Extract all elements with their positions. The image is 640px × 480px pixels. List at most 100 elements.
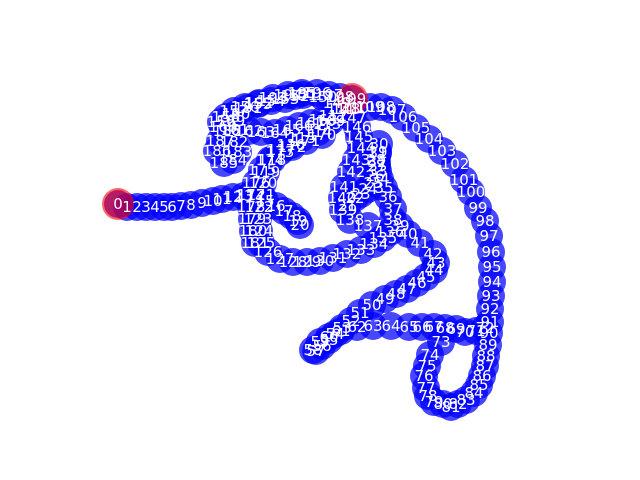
node-label-181: 181 [241,234,270,252]
node-label-199: 199 [338,90,367,108]
node-label-194: 194 [274,86,303,104]
node-label-163: 163 [247,123,276,141]
node-label-149: 149 [323,94,352,112]
node-label-151: 151 [289,86,318,104]
node-label-117: 117 [267,141,296,159]
node-label-176: 176 [242,174,271,192]
node-label-169: 169 [317,112,346,130]
node-label-122: 122 [245,198,274,216]
node-label-85: 85 [469,376,488,394]
node-label-139: 139 [329,201,358,219]
node-label-150: 150 [309,88,338,106]
node-label-55: 55 [319,331,338,349]
node-label-182: 182 [220,133,249,151]
node-label-69: 69 [446,320,465,338]
node-label-73: 73 [431,333,450,351]
node-label-171: 171 [292,132,321,150]
node-label-136: 136 [376,223,405,241]
node-label-178: 178 [237,198,266,216]
node-label-132: 132 [333,245,362,263]
node-label-123: 123 [244,210,273,228]
node-label-90: 90 [479,324,498,342]
node-label-143: 143 [342,151,371,169]
node-label-36: 36 [378,188,397,206]
node-label-48: 48 [386,285,405,303]
node-label-66: 66 [412,318,431,336]
node-label-197: 197 [315,86,344,104]
node-label-7: 7 [176,197,186,215]
node-label-191: 191 [234,99,263,117]
node-label-119: 119 [252,163,281,181]
node-label-12: 12 [223,188,242,206]
node-label-23: 23 [351,185,370,203]
node-label-33: 33 [368,162,387,180]
node-label-160: 160 [209,118,238,136]
node-label-107: 107 [378,101,407,119]
node-label-34: 34 [370,170,389,188]
node-label-111: 111 [327,100,356,118]
node-label-1: 1 [122,198,132,216]
node-label-14: 14 [245,188,264,206]
node-label-94: 94 [482,273,501,291]
node-label-195: 195 [288,84,317,102]
node-label-16: 16 [266,197,285,215]
node-label-106: 106 [389,108,418,126]
node-label-121: 121 [247,186,276,204]
node-label-54: 54 [325,325,344,343]
node-label-57: 57 [306,342,325,360]
node-label-6: 6 [167,198,177,216]
node-label-129: 129 [293,253,322,271]
node-label-71: 71 [466,322,485,340]
node-label-87: 87 [475,357,494,375]
node-label-65: 65 [399,318,418,336]
node-label-118: 118 [258,151,287,169]
node-label-91: 91 [480,313,499,331]
node-label-108: 108 [367,98,396,116]
node-label-172: 172 [278,138,307,156]
node-label-113: 113 [313,115,342,133]
node-label-159: 159 [207,113,236,131]
node-label-185: 185 [210,154,239,172]
node-label-138: 138 [336,211,365,229]
node-label-42: 42 [423,245,442,263]
node-label-184: 184 [219,151,248,169]
node-label-103: 103 [428,142,457,160]
node-label-92: 92 [480,300,499,318]
node-label-67: 67 [424,318,443,336]
node-label-164: 164 [261,124,290,142]
node-label-156: 156 [231,98,260,116]
node-label-124: 124 [245,222,274,240]
node-label-10: 10 [203,192,222,210]
node-label-74: 74 [420,346,439,364]
node-label-39: 39 [390,217,409,235]
node-label-168: 168 [309,111,338,129]
node-label-68: 68 [435,319,454,337]
endpoint-marker-199 [336,83,368,115]
node-label-133: 133 [347,241,376,259]
node-label-35: 35 [374,179,393,197]
node-label-175: 175 [248,161,277,179]
node-label-13: 13 [234,187,253,205]
node-label-141: 141 [330,178,359,196]
node-label-152: 152 [281,87,310,105]
node-label-131: 131 [319,249,348,267]
node-label-170: 170 [308,126,337,144]
node-label-75: 75 [417,357,436,375]
node-label-49: 49 [375,290,394,308]
node-label-61: 61 [331,322,350,340]
node-label-46: 46 [407,274,426,292]
node-label-45: 45 [416,268,435,286]
node-label-86: 86 [472,367,491,385]
node-label-40: 40 [398,225,417,243]
node-label-180: 180 [239,222,268,240]
node-label-44: 44 [424,261,443,279]
node-label-60: 60 [319,328,338,346]
node-label-81: 81 [441,398,460,416]
node-label-52: 52 [341,312,360,330]
node-label-177: 177 [237,186,266,204]
node-label-110: 110 [341,99,370,117]
node-label-47: 47 [397,280,416,298]
node-label-196: 196 [303,84,332,102]
node-label-155: 155 [244,95,273,113]
node-label-192: 192 [245,94,274,112]
